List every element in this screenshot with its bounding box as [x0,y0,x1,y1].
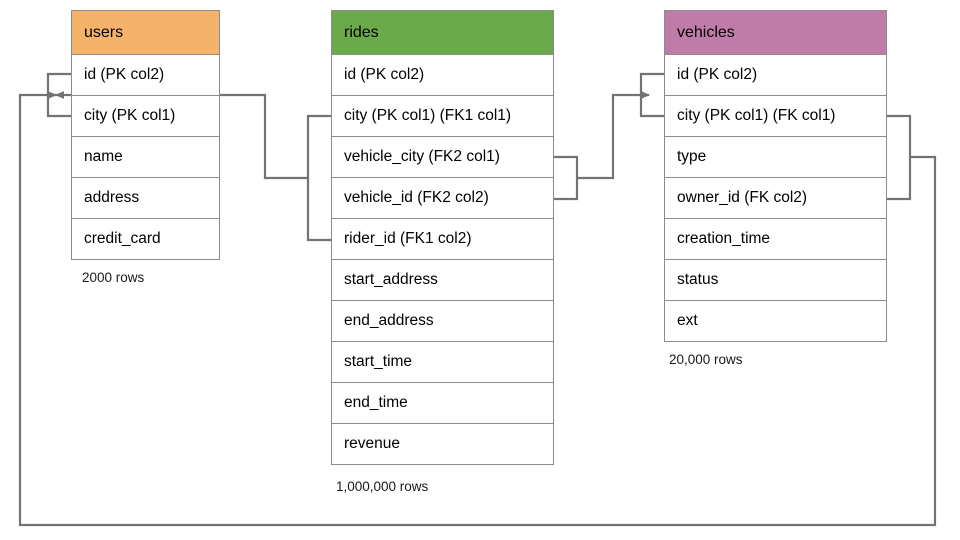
entity-rides-column[interactable]: id (PK col2) [331,55,554,96]
entity-vehicles-title: vehicles [677,23,735,41]
entity-rides-column[interactable]: vehicle_id (FK2 col2) [331,178,554,219]
entity-rides[interactable]: rides id (PK col2) city (PK col1) (FK1 c… [331,10,554,465]
entity-users-header: users [71,10,220,55]
entity-vehicles-column[interactable]: id (PK col2) [664,55,887,96]
entity-vehicles-header: vehicles [664,10,887,55]
entity-vehicles-column[interactable]: city (PK col1) (FK col1) [664,96,887,137]
entity-rides-title: rides [344,23,379,41]
rides-fk2-bracket [554,155,579,201]
entity-vehicles-column[interactable]: status [664,260,887,301]
entity-users-column[interactable]: address [71,178,220,219]
entity-vehicles-column[interactable]: creation_time [664,219,887,260]
entity-rides-column[interactable]: rider_id (FK1 col2) [331,219,554,260]
entity-rides-column[interactable]: city (PK col1) (FK1 col1) [331,96,554,137]
entity-rides-header: rides [331,10,554,55]
entity-users-column[interactable]: city (PK col1) [71,96,220,137]
entity-rides-column[interactable]: revenue [331,424,554,465]
entity-rides-column[interactable]: end_time [331,383,554,424]
entity-users-row-count: 2000 rows [82,270,145,285]
entity-rides-column[interactable]: start_address [331,260,554,301]
entity-users-column[interactable]: credit_card [71,219,220,260]
entity-vehicles-column[interactable]: ext [664,301,887,342]
entity-vehicles[interactable]: vehicles id (PK col2) city (PK col1) (FK… [664,10,887,342]
entity-vehicles-column[interactable]: type [664,137,887,178]
rides-fk1-bracket [306,114,331,242]
edge-vehicles-fk-to-users [18,91,937,527]
entity-rides-column[interactable]: start_time [331,342,554,383]
entity-users-title: users [84,23,124,41]
entity-vehicles-column[interactable]: owner_id (FK col2) [664,178,887,219]
vehicles-fk-bracket [887,114,912,201]
edge-rides-fk2-to-vehicles [577,91,650,180]
entity-rides-column[interactable]: vehicle_city (FK2 col1) [331,137,554,178]
entity-rides-row-count: 1,000,000 rows [336,479,429,494]
entity-users[interactable]: users id (PK col2) city (PK col1) name a… [71,10,220,260]
entity-users-column[interactable]: id (PK col2) [71,55,220,96]
entity-rides-column[interactable]: end_address [331,301,554,342]
entity-users-column[interactable]: name [71,137,220,178]
entity-vehicles-row-count: 20,000 rows [669,352,743,367]
